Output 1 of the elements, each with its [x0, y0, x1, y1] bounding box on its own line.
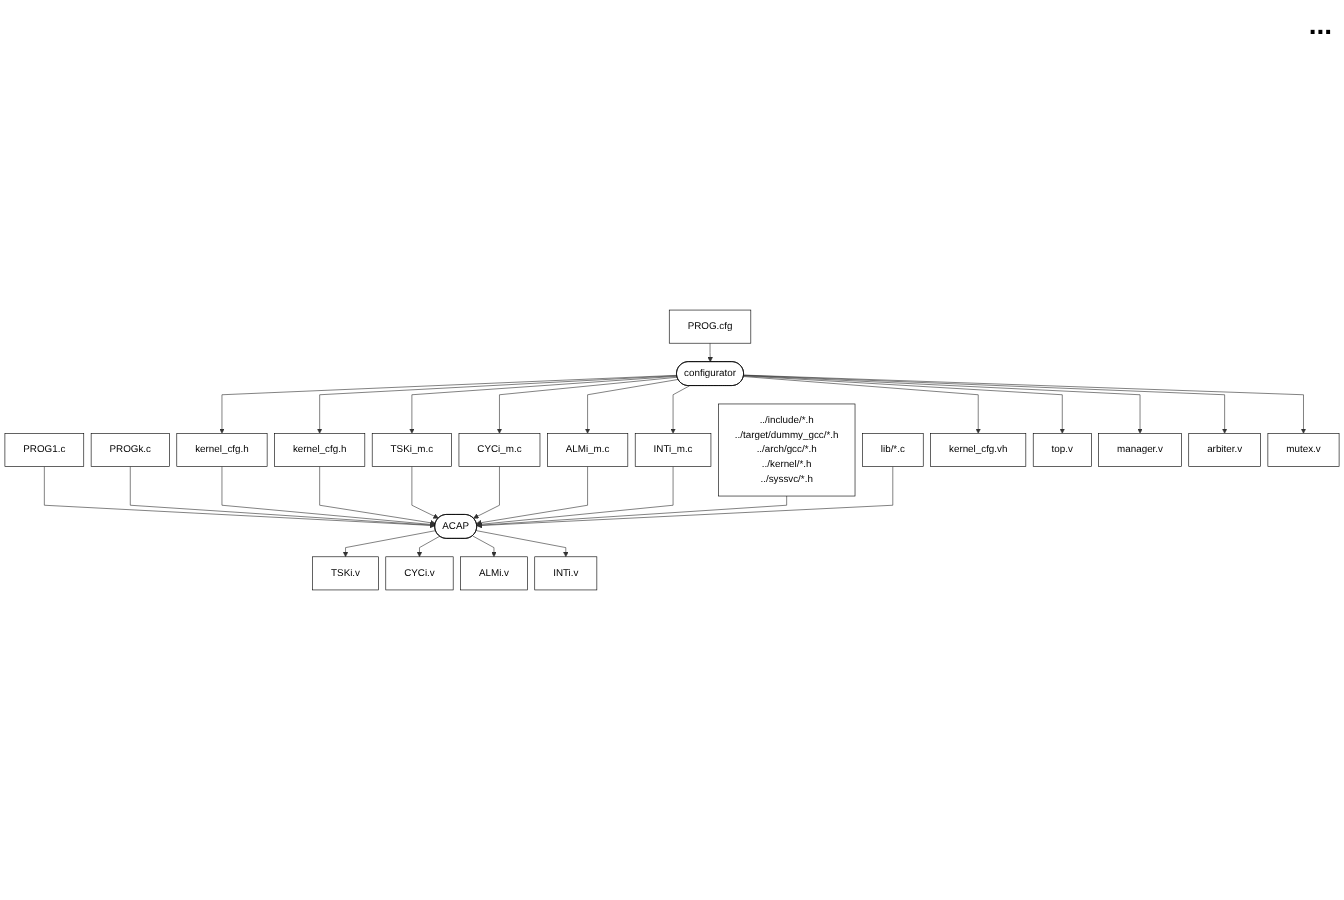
ellipsis-label: ...: [1308, 8, 1332, 40]
